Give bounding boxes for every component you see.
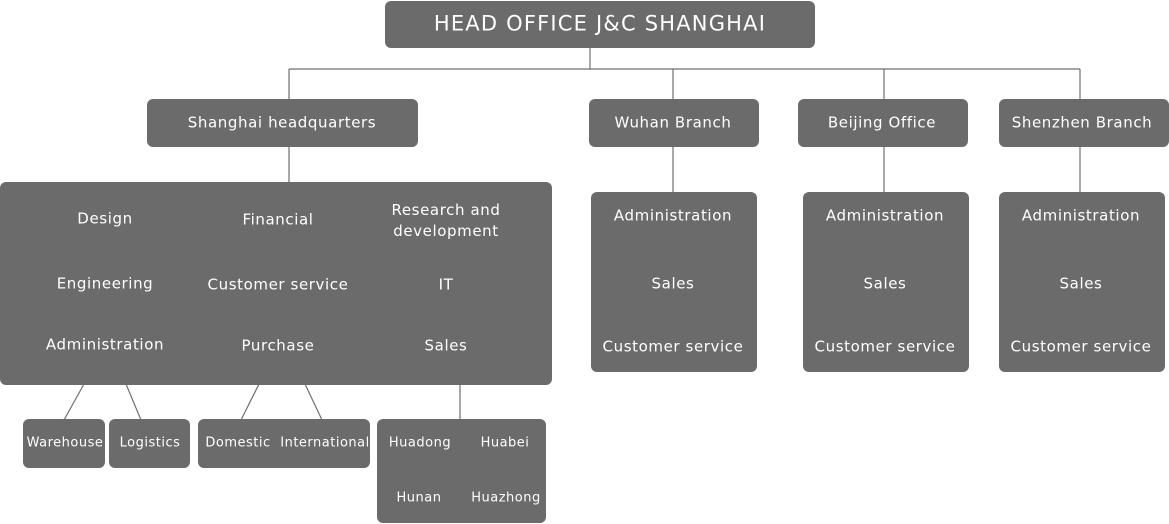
wuhan-departments-panel	[591, 192, 757, 372]
shanghai-headquarters-node	[147, 99, 418, 147]
connector-international	[304, 383, 323, 421]
dept-sales: Sales	[424, 336, 468, 355]
shanghai-headquarters-label: Shanghai headquarters	[187, 113, 377, 132]
shenzhen-branch-node	[999, 99, 1169, 147]
logistics-label: Logistics	[119, 435, 181, 451]
beijing-sales: Sales	[863, 274, 907, 293]
international-label: International	[280, 435, 370, 451]
wuhan-customer-service: Customer service	[602, 337, 744, 356]
beijing-departments-panel	[803, 192, 969, 372]
logistics-node	[109, 419, 190, 468]
dept-customer-service: Customer service	[207, 275, 349, 294]
dept-design: Design	[77, 209, 133, 228]
connector-logistics	[125, 383, 142, 421]
dept-engineering: Engineering	[56, 274, 154, 293]
domestic-label: Domestic	[205, 435, 271, 451]
warehouse-label: Warehouse	[26, 435, 104, 451]
beijing-office-node	[798, 99, 968, 147]
beijing-customer-service: Customer service	[814, 337, 956, 356]
dept-financial: Financial	[242, 210, 314, 229]
dept-purchase: Purchase	[241, 336, 315, 355]
warehouse-node	[23, 419, 105, 468]
purchase-units-node	[198, 419, 370, 468]
region-huabei: Huabei	[480, 435, 530, 451]
beijing-office-label: Beijing Office	[827, 113, 937, 132]
dept-it: IT	[438, 275, 454, 294]
wuhan-administration: Administration	[613, 206, 733, 225]
head-office-node	[385, 1, 815, 48]
shenzhen-branch-label: Shenzhen Branch	[1011, 113, 1153, 132]
dept-research-development: Research and development	[391, 201, 501, 240]
region-huazhong: Huazhong	[471, 490, 541, 506]
wuhan-branch-label: Wuhan Branch	[614, 113, 732, 132]
shenzhen-departments-panel	[999, 192, 1165, 372]
sales-regions-node	[377, 419, 546, 523]
shenzhen-sales: Sales	[1059, 274, 1103, 293]
head-office-title: HEAD OFFICE J&C SHANGHAI	[433, 11, 767, 36]
wuhan-branch-node	[589, 99, 759, 147]
connector-domestic	[240, 383, 260, 421]
connector-warehouse	[63, 383, 85, 421]
dept-administration: Administration	[45, 335, 165, 354]
region-huadong: Huadong	[388, 435, 452, 451]
wuhan-sales: Sales	[651, 274, 695, 293]
region-hunan: Hunan	[396, 490, 442, 506]
beijing-administration: Administration	[825, 206, 945, 225]
shenzhen-administration: Administration	[1021, 206, 1141, 225]
shenzhen-customer-service: Customer service	[1010, 337, 1152, 356]
shanghai-departments-panel	[0, 182, 552, 385]
